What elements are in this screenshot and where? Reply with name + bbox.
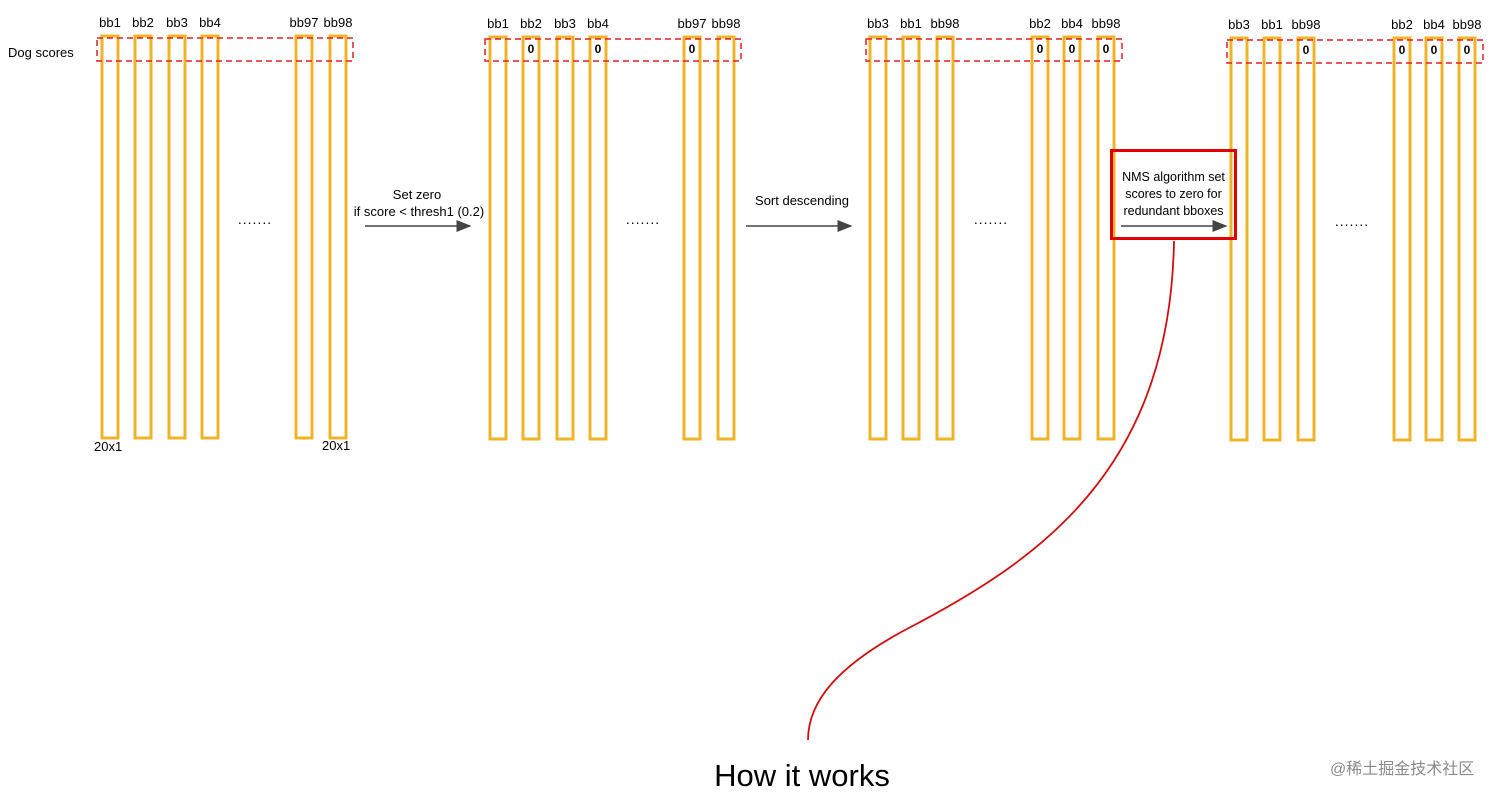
bbox-label-thresholded-5: bb97 <box>677 16 707 31</box>
bbox-label-after_nms-4: bb2 <box>1391 17 1413 32</box>
bbox-label-sorted-3: bb98 <box>930 16 960 31</box>
score-vector-after_nms-6 <box>1457 36 1477 442</box>
bbox-label-original-5: bb97 <box>289 15 319 30</box>
score-vector-thresholded-5 <box>682 35 702 441</box>
nms-step-line1: NMS algorithm set <box>1122 170 1225 184</box>
score-vector-thresholded-1 <box>488 35 508 441</box>
nms-step-line2: scores to zero for <box>1125 187 1222 201</box>
zero-score-after_nms-6: 0 <box>1463 43 1471 57</box>
score-vector-after_nms-2 <box>1262 36 1282 442</box>
bbox-label-thresholded-3: bb3 <box>554 16 576 31</box>
score-vector-after_nms-3 <box>1296 36 1316 442</box>
ellipsis-group-4: ....... <box>1334 213 1370 229</box>
nms-step-line3: redundant bboxes <box>1123 204 1224 218</box>
zero-score-thresholded-5: 0 <box>688 42 696 56</box>
bbox-label-original-3: bb3 <box>166 15 188 30</box>
vector-size-label-left: 20x1 <box>94 439 123 454</box>
score-vector-sorted-3 <box>935 35 955 441</box>
bbox-label-thresholded-4: bb4 <box>587 16 609 31</box>
dog-score-row-highlight-sorted <box>865 38 1123 62</box>
score-vector-original-6 <box>328 34 348 440</box>
score-vector-thresholded-4 <box>588 35 608 441</box>
zero-score-sorted-6: 0 <box>1102 42 1110 56</box>
score-vector-sorted-1 <box>868 35 888 441</box>
sort-descending-step: Sort descending <box>755 193 849 208</box>
vector-size-label-right: 20x1 <box>322 438 351 453</box>
score-vector-sorted-4 <box>1030 35 1050 441</box>
bbox-label-original-6: bb98 <box>323 15 353 30</box>
score-vector-original-5 <box>294 34 314 440</box>
score-vector-thresholded-6 <box>716 35 736 441</box>
bbox-label-sorted-5: bb4 <box>1061 16 1083 31</box>
ellipsis-group-1: ....... <box>237 211 273 227</box>
set-zero-step-line2: if score < thresh1 (0.2) <box>353 204 485 219</box>
bbox-label-sorted-1: bb3 <box>867 16 889 31</box>
annotation-curve <box>807 240 1175 741</box>
score-vector-sorted-2 <box>901 35 921 441</box>
score-vector-original-1 <box>100 34 120 440</box>
zero-score-sorted-4: 0 <box>1036 42 1044 56</box>
bbox-label-sorted-4: bb2 <box>1029 16 1051 31</box>
zero-score-thresholded-4: 0 <box>594 42 602 56</box>
score-vector-sorted-5 <box>1062 35 1082 441</box>
score-vector-original-4 <box>200 34 220 440</box>
score-vector-original-3 <box>167 34 187 440</box>
bbox-label-after_nms-3: bb98 <box>1291 17 1321 32</box>
bbox-label-after_nms-5: bb4 <box>1423 17 1445 32</box>
zero-score-sorted-5: 0 <box>1068 42 1076 56</box>
dog-score-row-highlight-thresholded <box>484 38 742 62</box>
zero-score-after_nms-3: 0 <box>1302 43 1310 57</box>
score-vector-thresholded-2 <box>521 35 541 441</box>
bbox-label-sorted-6: bb98 <box>1091 16 1121 31</box>
score-vector-after_nms-5 <box>1424 36 1444 442</box>
bbox-label-thresholded-2: bb2 <box>520 16 542 31</box>
score-vector-after_nms-4 <box>1392 36 1412 442</box>
bbox-label-thresholded-1: bb1 <box>487 16 509 31</box>
score-vector-original-2 <box>133 34 153 440</box>
zero-score-thresholded-2: 0 <box>527 42 535 56</box>
caption-title: How it works <box>714 758 890 793</box>
watermark: @稀土掘金技术社区 <box>1330 761 1475 778</box>
bbox-label-original-1: bb1 <box>99 15 121 30</box>
ellipsis-group-3: ....... <box>973 211 1009 227</box>
bbox-label-after_nms-6: bb98 <box>1452 17 1482 32</box>
set-zero-step-line1: Set zero <box>392 187 442 202</box>
bbox-label-after_nms-1: bb3 <box>1228 17 1250 32</box>
zero-score-after_nms-4: 0 <box>1398 43 1406 57</box>
bbox-label-original-2: bb2 <box>132 15 154 30</box>
bbox-label-sorted-2: bb1 <box>900 16 922 31</box>
score-vector-thresholded-3 <box>555 35 575 441</box>
dog-scores-label: Dog scores <box>8 45 74 60</box>
bbox-label-after_nms-2: bb1 <box>1261 17 1283 32</box>
ellipsis-group-2: ....... <box>625 211 661 227</box>
bbox-label-thresholded-6: bb98 <box>711 16 741 31</box>
nms-step-box: NMS algorithm set scores to zero for red… <box>1110 149 1237 240</box>
bbox-label-original-4: bb4 <box>199 15 221 30</box>
zero-score-after_nms-5: 0 <box>1430 43 1438 57</box>
